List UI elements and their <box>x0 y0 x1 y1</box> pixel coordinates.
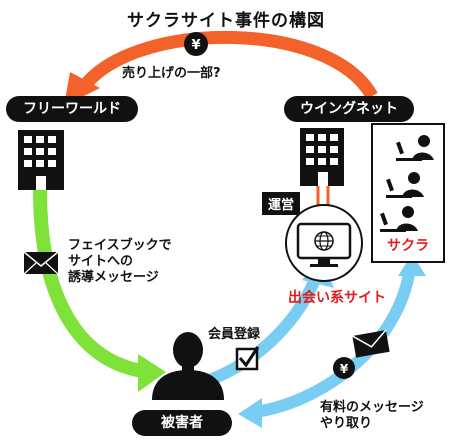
yen-symbol-bottom: ¥ <box>340 362 349 376</box>
operation-tag: 運営 <box>262 192 301 215</box>
profit-share-label: 売り上げの一部? <box>122 66 221 81</box>
free-world-building-icon <box>18 130 64 190</box>
dating-site-label: 出会い系サイト <box>288 290 386 306</box>
diagram-title: サクラサイト事件の構図 <box>127 11 325 31</box>
yen-coin-top <box>184 32 208 56</box>
guidance-label-line2: サイトへの <box>68 254 134 269</box>
paid-message-arrowhead-top <box>398 254 426 276</box>
sakura-worker-icon <box>380 135 434 232</box>
globe-icon <box>314 231 334 251</box>
paid-message-arrowhead-bottom <box>238 398 262 428</box>
guidance-label-line1: フェイスブックで <box>68 238 172 253</box>
victim-badge: 被害者 <box>132 410 232 436</box>
checkbox-icon <box>235 346 260 371</box>
guidance-label-line3: 誘導メッセージ <box>68 270 159 285</box>
sakura-label: サクラ <box>387 238 429 254</box>
wing-net-badge: ウイングネット <box>284 96 414 122</box>
envelope-icon-left <box>23 251 59 275</box>
registration-arrow <box>207 269 324 386</box>
wing-net-building-icon <box>300 128 344 186</box>
yen-symbol-top: ¥ <box>191 38 200 53</box>
victim-person-icon <box>152 332 224 400</box>
free-world-badge: フリーワールド <box>6 96 138 122</box>
guidance-arrowhead <box>138 354 166 392</box>
envelope-icon-right <box>351 329 390 358</box>
paid-message-label-line1: 有料のメッセージ <box>320 400 424 415</box>
profit-flow-arrow <box>81 30 378 100</box>
registration-label: 会員登録 <box>208 327 261 342</box>
yen-coin-bottom <box>333 357 355 379</box>
paid-message-arrow <box>255 267 416 418</box>
paid-message-label-line2: やり取り <box>320 416 373 431</box>
guidance-arrow <box>33 189 151 379</box>
